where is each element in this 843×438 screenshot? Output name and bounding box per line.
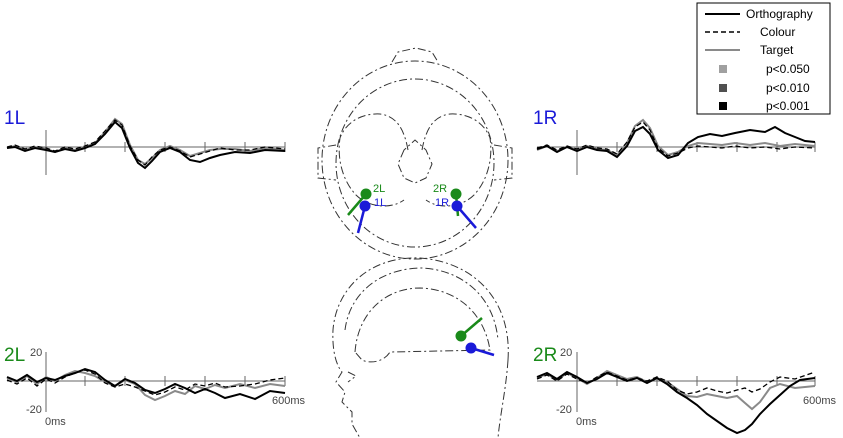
head-top-brainstem [397, 139, 433, 184]
head-top-ear-right [493, 144, 513, 181]
legend-orthography-label: Orthography [746, 7, 813, 21]
panel-1L-orthography-trace [6, 120, 286, 170]
head-top-brain-left [338, 113, 409, 207]
panel-2R-orthography-trace [536, 370, 816, 435]
head-side-brain [354, 287, 491, 363]
head-side-eye [347, 371, 357, 383]
legend: Orthography Colour Target p<0.050 p<0.01… [696, 2, 831, 115]
panel-2L-label: 2L [4, 345, 25, 366]
legend-p050-swatch [719, 65, 727, 73]
panel-2L-colour-trace [6, 369, 286, 396]
panel-1R: 1R [533, 108, 816, 175]
panel-2R-xlabel-start: 0ms [576, 416, 597, 428]
panel-1R-orthography-trace [536, 125, 816, 160]
panel-1R-label: 1R [533, 108, 557, 129]
head-top-view [317, 47, 513, 260]
head-side-outline [332, 257, 509, 438]
sources-top-view: 2L 1L 2R 1R [347, 183, 477, 234]
legend-p010-label: p<0.010 [766, 81, 810, 95]
head-side-view [332, 257, 509, 438]
legend-p050-label: p<0.050 [766, 62, 810, 76]
panel-2R-ytick-top: 20 [560, 347, 572, 359]
panel-2L-ytick-top: 20 [30, 347, 42, 359]
panel-2L-xlabel-end: 600ms [272, 395, 306, 407]
panel-2R-ytick-bottom: -20 [556, 404, 572, 416]
legend-p001-swatch [719, 102, 727, 110]
source-2R-dot [450, 188, 462, 200]
source-2L-dot [360, 188, 372, 200]
legend-p010-swatch [719, 84, 727, 92]
legend-colour-label: Colour [760, 25, 795, 39]
source-2R-label: 2R [433, 183, 447, 195]
head-top-inner-outline [335, 78, 495, 248]
panel-2L-orthography-trace [6, 367, 286, 401]
panel-1L: 1L [4, 108, 286, 175]
source-2L-label: 2L [373, 183, 385, 195]
source-1R-dot [451, 200, 463, 212]
panel-1L-colour-trace [6, 119, 286, 166]
panel-1L-target-trace [6, 117, 286, 166]
side-source-green-dot [455, 330, 467, 342]
panel-1R-colour-trace [536, 121, 816, 157]
source-1L-label: 1L [374, 197, 386, 209]
head-top-brain-right [421, 113, 492, 207]
head-top-outer-outline [321, 60, 509, 260]
head-top-nose [391, 47, 439, 63]
panel-2R: 2R 20 -20 0ms 600ms [533, 345, 837, 435]
source-1R-label: 1R [435, 197, 449, 209]
sources-side-view [455, 317, 495, 357]
panel-2L: 2L 20 -20 0ms 600ms [4, 345, 306, 428]
source-1L-dot [359, 200, 371, 212]
head-side-scalp [344, 267, 499, 341]
panel-2R-xlabel-end: 600ms [803, 395, 837, 407]
head-top-ear-left [317, 144, 337, 181]
head-side-back-neck [497, 359, 509, 438]
legend-target-label: Target [760, 43, 794, 57]
legend-box [696, 2, 831, 115]
legend-p001-label: p<0.001 [766, 99, 810, 113]
panel-2L-ytick-bottom: -20 [26, 404, 42, 416]
panel-1L-label: 1L [4, 108, 25, 129]
panel-2R-label: 2R [533, 345, 557, 366]
side-source-blue-dot [465, 342, 477, 354]
panel-2L-xlabel-start: 0ms [45, 416, 66, 428]
